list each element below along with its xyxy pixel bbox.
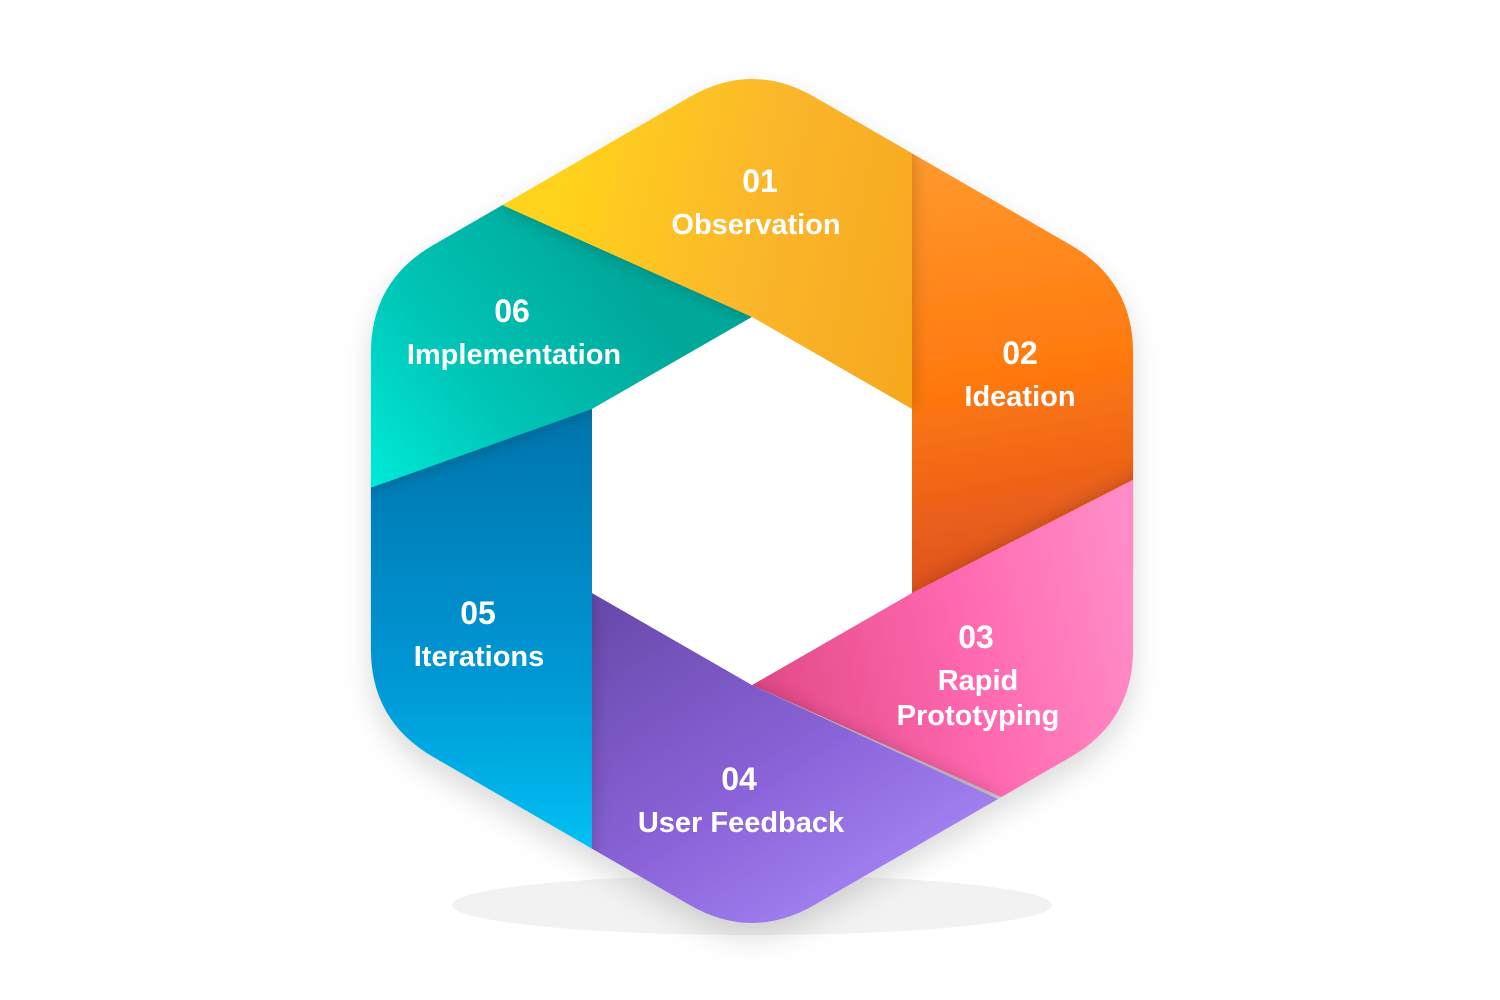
step-04-number: 04 [721,761,757,797]
step-01-number: 01 [742,163,778,199]
segment-step-01 [500,79,912,409]
step-02-label-group: 02 Ideation [964,335,1075,413]
step-02-label: Ideation [964,381,1075,413]
step-06-label: Implementation [407,339,621,371]
center-hole [592,317,912,685]
step-05-label: Iterations [414,641,545,673]
step-04-label: User Feedback [638,807,845,839]
step-02-number: 02 [1002,335,1038,371]
step-06-number: 06 [494,293,530,329]
step-03-label-line-2: Prototyping [897,700,1060,732]
step-06-label-group: 06 Implementation [407,293,621,371]
segment-step-04 [592,593,1000,923]
step-03-number: 03 [958,619,994,655]
segment-step-05 [370,409,592,900]
step-04-label-group: 04 User Feedback [638,761,845,839]
step-05-number: 05 [460,595,496,631]
segment-step-06 [370,200,752,520]
step-01-label-group: 01 Observation [671,163,840,241]
step-03-label-group: 03 Rapid Prototyping [897,619,1060,732]
step-01-label: Observation [671,209,840,241]
step-05-label-group: 05 Iterations [414,595,545,673]
step-03-label-line-1: Rapid [938,665,1019,697]
